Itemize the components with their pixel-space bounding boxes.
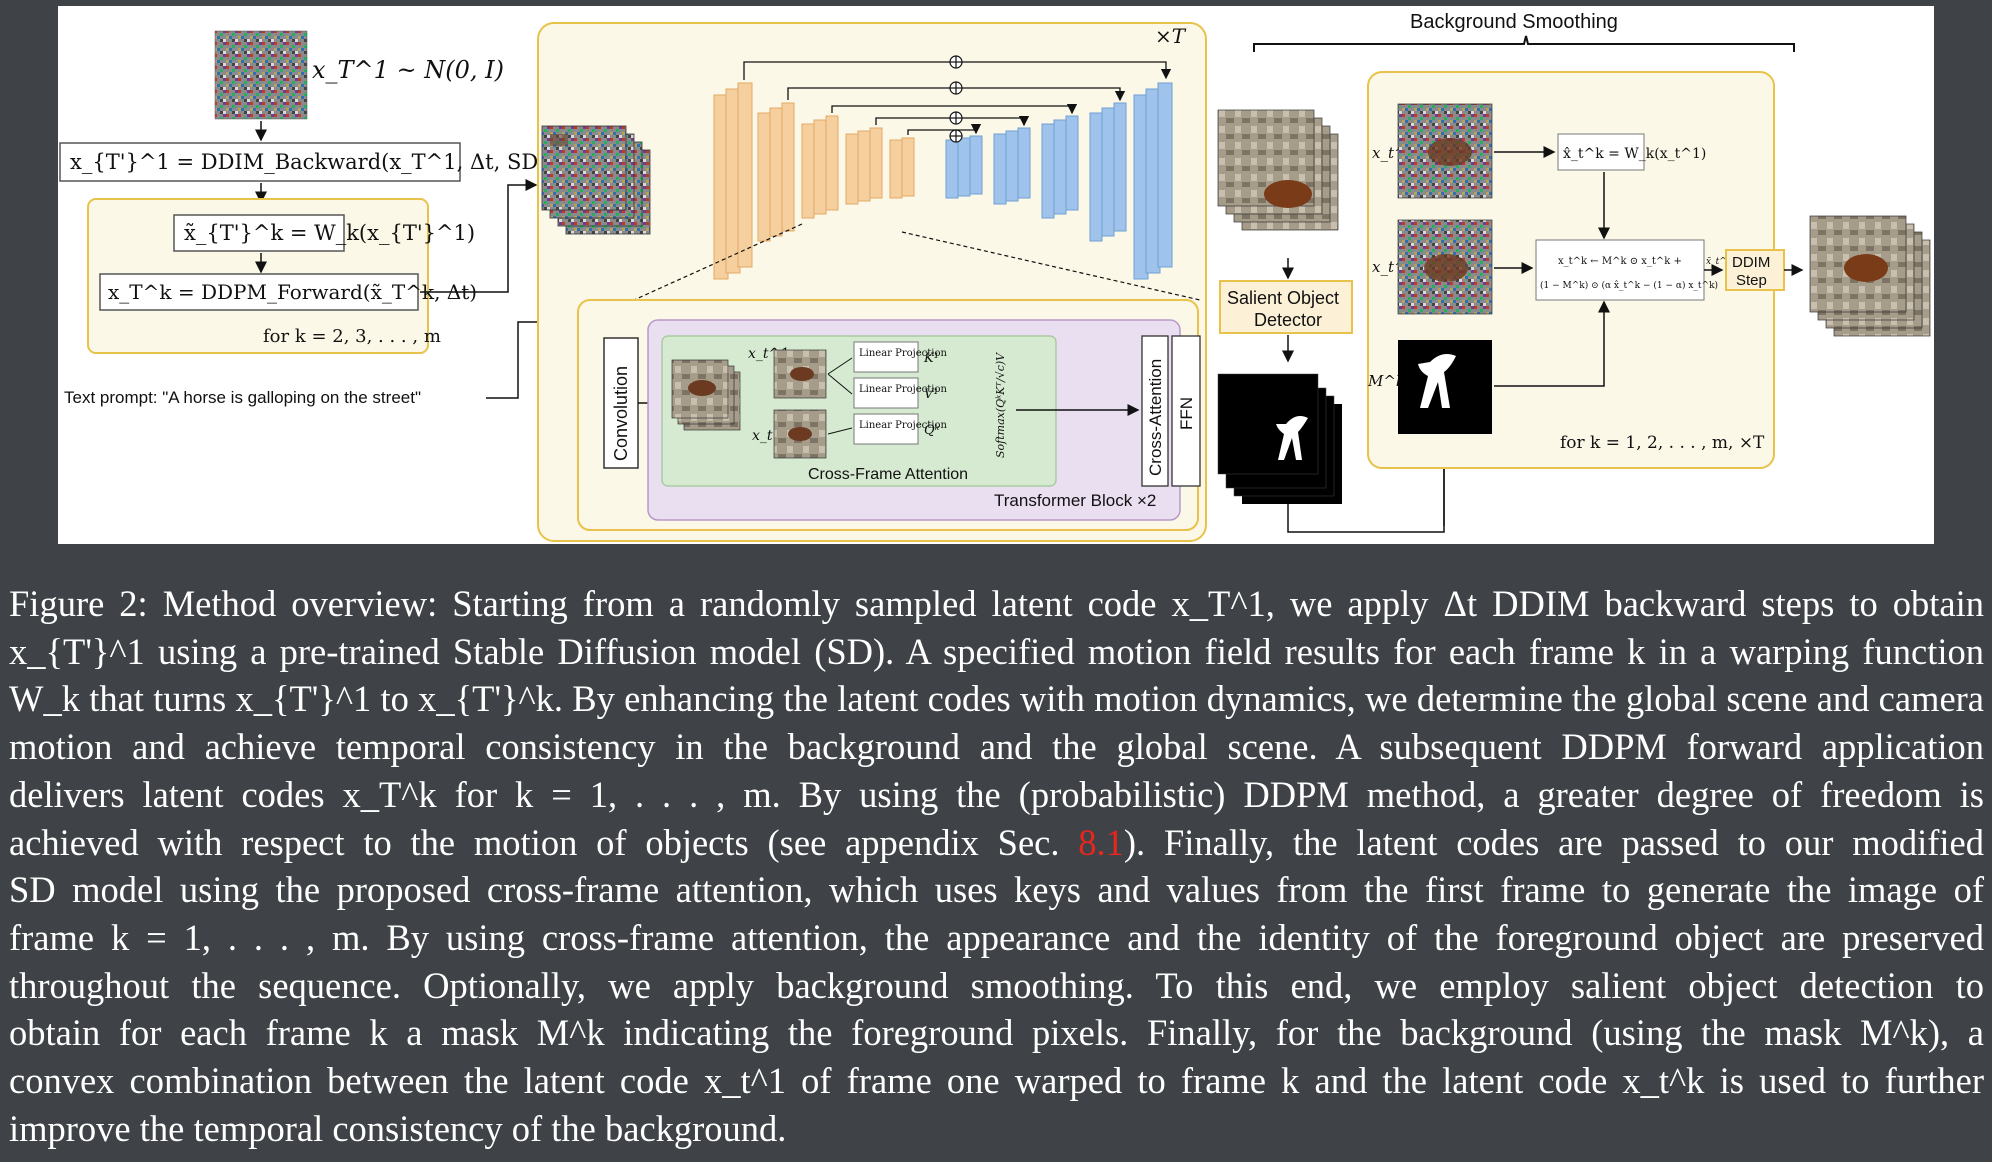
caption-line: frame k = 1, . . . , m. By using cross-f…: [9, 916, 1984, 958]
caption-line: improve the temporal consistency of the …: [9, 1107, 787, 1149]
caption-line: SD model using the proposed cross-frame …: [9, 869, 1984, 911]
caption-line: throughout the sequence. Optionally, we …: [9, 964, 1984, 1006]
unet-decoder: [945, 82, 1173, 280]
latent-noise-stack: [541, 125, 651, 235]
figure-caption: Figure 2: Method overview: Starting from…: [9, 580, 1984, 1152]
v1-label: V¹: [924, 387, 939, 402]
convolution-label: Convolution: [611, 366, 631, 461]
combine-line-2: (1 − M^k) ⊙ (α x̂_t^k − (1 − α) x_t^k): [1540, 280, 1718, 291]
loop-k2-label: for k = 1, 2, . . . , m, ×T: [1560, 433, 1765, 453]
caption-line: delivers latent codes x_T^k for k = 1, .…: [9, 773, 1984, 815]
bracket: [1253, 35, 1795, 52]
linear-projection-label: Linear Projection: [859, 348, 948, 359]
combine-line-1: x_t^k ← M^k ⊙ x_t^k +: [1558, 256, 1682, 267]
linear-projection-label: Linear Projection: [859, 420, 948, 431]
caption-line: x_{T'}^1 using a pre-trained Stable Diff…: [9, 630, 1984, 672]
mask-stack: [1217, 373, 1342, 504]
warp-box: [173, 214, 345, 252]
ddpm-forward-label: x_T^k = DDPM_Forward(x̃_T^k, Δt): [108, 280, 477, 304]
ddpm-forward-box: [99, 273, 419, 311]
caption-line: W_k that turns x_{T'}^1 to x_{T'}^k. By …: [9, 678, 1984, 720]
caption-line: convex combination between the latent co…: [9, 1060, 1984, 1102]
convolution-box: [603, 337, 639, 469]
caption-line: achieved with respect to the motion of o…: [9, 821, 1984, 863]
salient-label-1: Salient Object: [1227, 288, 1339, 308]
method-overview-figure: x_T^1 ~ N(0, I) x_{T'}^1 = DDIM_Backward…: [58, 6, 1934, 544]
k1-label: K¹: [923, 351, 939, 366]
warp-label: x̃_{T'}^k = W_k(x_{T'}^1): [184, 221, 475, 245]
output-frames-stack: [1809, 215, 1931, 337]
mask-mk-label: M^k: [1367, 372, 1405, 390]
warp-frame-label: x̂_t^k = W_k(x_t^1): [1563, 146, 1706, 162]
unet-encoder: [713, 82, 915, 280]
qk-label: Qᵏ: [924, 423, 940, 438]
ddim-step-label-1: DDIM: [1732, 254, 1770, 271]
caption-line: Figure 2: Method overview: Starting from…: [9, 583, 1984, 624]
skip-plus-nodes: [949, 55, 963, 143]
transformer-block-label: Transformer Block ×2: [994, 491, 1156, 510]
linear-projections: [853, 341, 919, 445]
convex-combination-box: [1535, 239, 1705, 301]
linear-projection-label: Linear Projection: [859, 384, 948, 395]
cross-attention-box: [1141, 335, 1169, 487]
cross-frame-attention-panel: [661, 335, 1057, 487]
noise-sample: [214, 30, 308, 120]
frame-stack: [671, 359, 741, 431]
noise-equation: x_T^1 ~ N(0, I): [312, 56, 504, 84]
times-t-label: ×T: [1155, 24, 1187, 48]
cross-attention-label: Cross-Attention: [1146, 359, 1165, 476]
caption-line: motion and achieve temporal consistency …: [9, 726, 1984, 768]
salient-object-detector: [1219, 280, 1353, 334]
softmax-formula: Softmax(QᵏKᵀ/√c)V: [994, 352, 1007, 458]
salient-label-2: Detector: [1254, 310, 1322, 330]
ffn-box: [1171, 335, 1201, 487]
generated-frames-stack: [1217, 109, 1339, 231]
ddim-step-label-2: Step: [1736, 272, 1767, 289]
ddim-backward-label: x_{T'}^1 = DDIM_Backward(x_T^1, Δt, SD): [70, 150, 546, 174]
ffn-label: FFN: [1177, 397, 1196, 430]
background-smoothing-title: Background Smoothing: [1410, 11, 1618, 33]
warp-frame-box: [1557, 133, 1645, 171]
caption-line: obtain for each frame k a mask M^k indic…: [9, 1012, 1984, 1054]
ddim-backward-box: [59, 142, 461, 182]
text-prompt: Text prompt: "A horse is galloping on th…: [64, 388, 421, 407]
section-ref-link[interactable]: 8.1: [1078, 821, 1124, 863]
loop-k-label: for k = 2, 3, . . . , m: [263, 326, 441, 347]
cross-frame-attention-label: Cross-Frame Attention: [808, 466, 968, 483]
